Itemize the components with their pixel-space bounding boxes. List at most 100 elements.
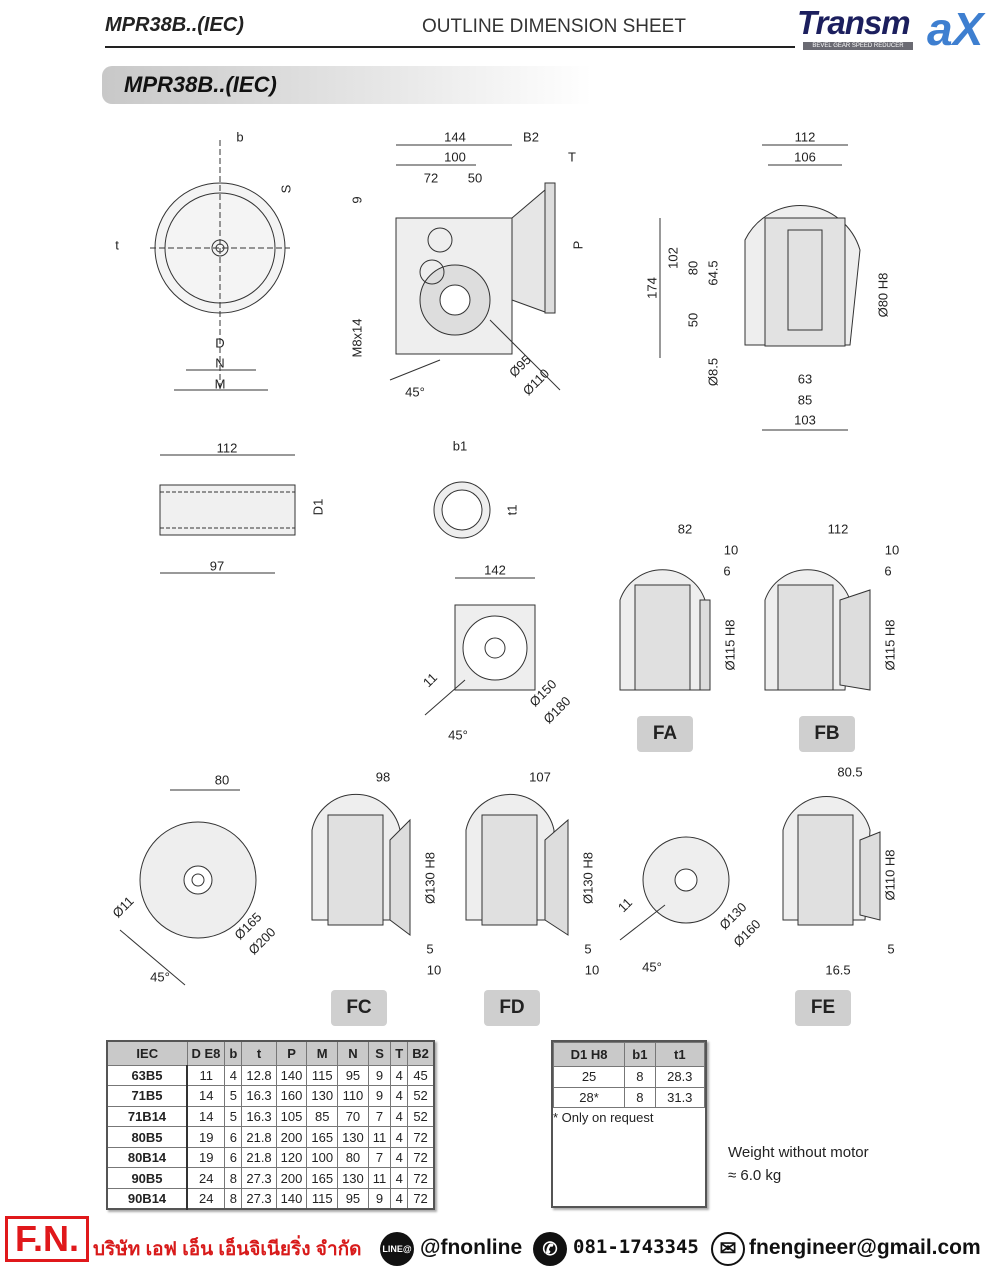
line-id[interactable]: @fnonline	[420, 1236, 523, 1259]
dimension-label: 45°	[642, 959, 662, 975]
table-cell: 19	[186, 1126, 226, 1148]
outline-drawing	[119, 140, 881, 986]
company-name: บริษัท เอฟ เอ็น เอ็นจิเนียริ่ง จำกัด	[93, 1239, 362, 1260]
table-cell: 8	[224, 1188, 243, 1210]
column-header: M	[306, 1040, 339, 1066]
view-output-flange	[424, 577, 536, 716]
table-cell: 95	[337, 1064, 369, 1087]
table-cell: 200	[275, 1126, 308, 1148]
dimension-label: 10	[723, 542, 739, 558]
email-address[interactable]: fnengineer@gmail.com	[749, 1236, 981, 1259]
table-cell: 45	[407, 1064, 435, 1087]
table-cell: 16.3	[241, 1085, 277, 1107]
table-cell: 165	[306, 1126, 339, 1148]
table-cell: 90B14	[106, 1188, 188, 1210]
table-cell: 9	[367, 1188, 392, 1210]
table-cell: 28.3	[654, 1066, 706, 1088]
table-cell: 9	[367, 1064, 392, 1087]
footer: F.N. บริษัท เอฟ เอ็น เอ็นจิเนียริ่ง จำกั…	[0, 1212, 1000, 1276]
header-title: OUTLINE DIMENSION SHEET	[422, 16, 686, 37]
dimension-label: 80.5	[837, 764, 863, 780]
column-header: t1	[654, 1042, 706, 1067]
table-cell: 27.3	[241, 1188, 277, 1210]
fn-logo: F.N.	[5, 1216, 89, 1262]
dimension-label: 106	[794, 149, 816, 165]
dimension-label: 82	[677, 521, 693, 537]
dimension-label: Ø8.5	[705, 357, 721, 387]
weight-label: Weight without motor	[728, 1144, 869, 1161]
dimension-label: T	[568, 149, 576, 165]
phone-number[interactable]: 081-1743345	[573, 1236, 699, 1258]
variant-badge-fa: FA	[637, 716, 693, 752]
table-cell: 80B14	[106, 1146, 188, 1169]
dimension-label: 6	[884, 563, 892, 579]
dimension-label: 10	[884, 542, 900, 558]
view-gearbox-side	[389, 144, 561, 391]
table-cell: 90B5	[106, 1167, 188, 1190]
dimension-label: M	[214, 376, 226, 392]
variant-badge-fb: FB	[799, 716, 855, 752]
header-model: MPR38B..(IEC)	[105, 14, 244, 36]
view-fb	[764, 569, 871, 691]
variant-badge-fe: FE	[795, 990, 851, 1026]
line-icon: LINE@	[380, 1232, 414, 1266]
dimension-label: Ø80 H8	[875, 272, 891, 318]
table-cell: 130	[337, 1167, 369, 1190]
table-cell: 11	[186, 1064, 226, 1087]
column-header: D1 H8	[552, 1042, 626, 1067]
table-cell: 140	[275, 1188, 308, 1210]
dimension-label: t	[115, 237, 119, 253]
view-fc-flange	[119, 789, 257, 986]
transmax-logo: Transm aX BEVEL GEAR SPEED REDUCER	[795, 3, 983, 55]
dimension-label: 5	[426, 941, 434, 957]
table-cell: 100	[306, 1146, 339, 1169]
view-fd	[465, 793, 569, 936]
dimension-label: 102	[665, 247, 681, 269]
table-cell: 5	[224, 1085, 243, 1107]
column-header: D E8	[186, 1040, 226, 1066]
column-header: b	[224, 1040, 243, 1066]
view-fe-flange	[619, 836, 730, 941]
dimension-label: 5	[584, 941, 592, 957]
email-icon: ✉	[711, 1232, 745, 1266]
dimension-label: 85	[797, 392, 813, 408]
dimension-label: P	[570, 240, 586, 250]
dimension-label: 9	[349, 196, 365, 204]
dimension-label: 45°	[405, 384, 425, 400]
table-cell: 16.3	[241, 1105, 277, 1128]
column-header: IEC	[106, 1040, 188, 1066]
table-cell: 6	[224, 1126, 243, 1148]
table-cell: 72	[407, 1146, 435, 1169]
dimension-label: 174	[644, 277, 660, 299]
table-cell: 4	[390, 1105, 409, 1128]
table-cell: 72	[407, 1126, 435, 1148]
table-cell: 21.8	[241, 1126, 277, 1148]
dimension-label: D1	[310, 498, 326, 516]
view-fe	[782, 796, 881, 926]
dimension-label: N	[215, 355, 225, 371]
dimension-label: D	[215, 335, 225, 351]
table-cell: 4	[390, 1085, 409, 1107]
dimension-label: Ø115 H8	[882, 619, 898, 671]
view-gearbox-end	[659, 144, 861, 431]
column-header: N	[337, 1040, 369, 1066]
table-cell: 7	[367, 1105, 392, 1128]
dimension-label: 142	[484, 562, 506, 578]
table-cell: 4	[224, 1064, 243, 1087]
table-cell: 4	[390, 1064, 409, 1087]
phone-icon: ✆	[533, 1232, 567, 1266]
table-cell: 71B5	[106, 1085, 188, 1107]
table-cell: 4	[390, 1188, 409, 1210]
table-cell: 24	[186, 1167, 226, 1190]
model-banner: MPR38B..(IEC)	[102, 66, 592, 104]
view-fc	[311, 793, 411, 936]
table-cell: 72	[407, 1167, 435, 1190]
table-cell: 110	[337, 1085, 369, 1107]
table-cell: 14	[186, 1085, 226, 1107]
